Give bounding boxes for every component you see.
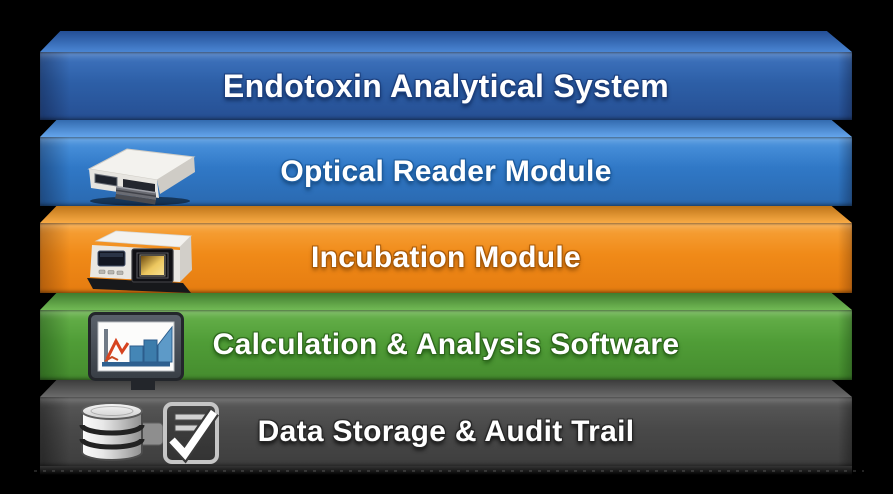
layer-front-face: Optical Reader Module — [40, 137, 852, 206]
layer-top-face — [40, 376, 852, 397]
layer-top-face — [40, 289, 852, 310]
layer-top-face — [40, 31, 852, 52]
layer-top-face — [40, 202, 852, 223]
layer-front-face: Incubation Module — [40, 223, 852, 293]
checklist-icon — [163, 402, 219, 464]
layer-front-face: Calculation & Analysis Software — [40, 310, 852, 390]
layer-top-face — [40, 116, 852, 137]
database-icon — [79, 402, 145, 461]
incubator-icon — [87, 230, 192, 293]
layer-label: Calculation & Analysis Software — [212, 328, 680, 361]
layer-label: Endotoxin Analytical System — [222, 67, 670, 104]
layer-endotoxin-analytical-system: Endotoxin Analytical System — [40, 31, 852, 120]
layer-optical-reader-module: Optical Reader Module — [40, 116, 852, 206]
layer-data-storage-audit-trail: Data Storage & Audit Trail — [40, 376, 852, 466]
layer-front-face: Data Storage & Audit Trail — [40, 397, 852, 466]
database-and-checklist-icon — [79, 402, 219, 464]
layer-label: Data Storage & Audit Trail — [257, 414, 635, 448]
layer-front-face: Endotoxin Analytical System — [40, 52, 852, 120]
layer-label: Incubation Module — [310, 241, 582, 274]
layer-calculation-analysis-software: Calculation & Analysis Software — [40, 289, 852, 390]
layer-label: Optical Reader Module — [280, 154, 612, 188]
monitor-bar-chart-icon — [88, 312, 184, 390]
stack-bottom-noise-line — [34, 470, 864, 472]
layer-incubation-module: Incubation Module — [40, 202, 852, 293]
microplate-reader-icon — [87, 148, 196, 206]
stack-bottom-shadow — [40, 466, 852, 475]
